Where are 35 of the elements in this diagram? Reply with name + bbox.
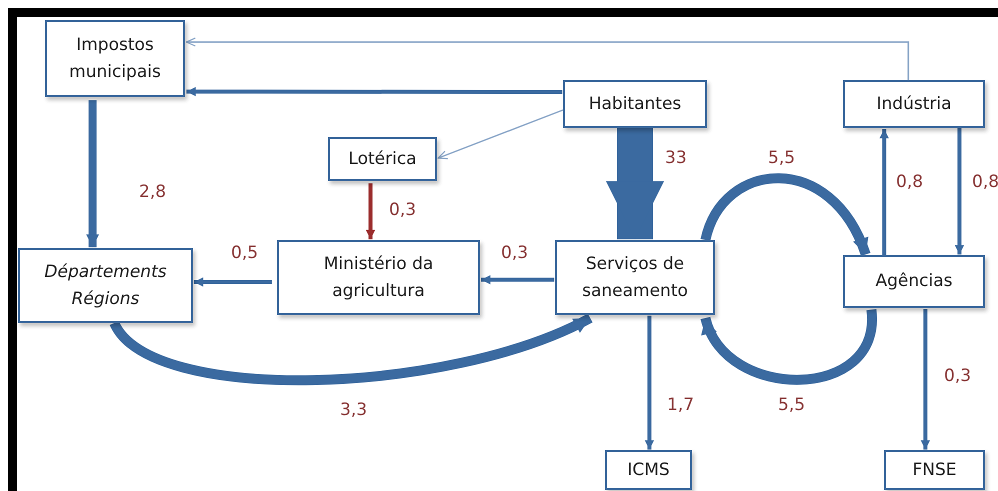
arrow xyxy=(700,173,870,256)
process-box xyxy=(605,450,692,490)
process-box xyxy=(884,450,985,490)
arrow xyxy=(86,100,100,248)
arrow xyxy=(366,183,376,240)
arrow xyxy=(920,309,930,450)
node-label: Indústria xyxy=(876,92,952,116)
process-box xyxy=(563,80,707,128)
node-label: Serviços de saneamento xyxy=(581,253,689,302)
node-label: FNSE xyxy=(912,458,957,482)
arrow xyxy=(481,275,554,284)
process-box xyxy=(555,240,715,315)
node-label: Habitantes xyxy=(588,92,682,116)
arrow xyxy=(438,109,564,160)
arrow xyxy=(186,86,562,96)
arrow xyxy=(880,128,889,255)
node-label: Ministério da agricultura xyxy=(322,253,434,302)
arrow xyxy=(700,310,876,385)
process-box xyxy=(328,137,437,181)
process-box xyxy=(45,20,185,97)
node-label: Impostos municipais xyxy=(68,34,162,84)
process-box xyxy=(277,240,480,315)
node-label: Agências xyxy=(876,270,952,294)
arrow xyxy=(110,313,592,386)
node-label: Lotérica xyxy=(348,148,417,171)
arrow xyxy=(606,128,664,240)
process-box xyxy=(843,255,985,308)
arrow xyxy=(194,277,272,287)
process-box xyxy=(843,80,985,128)
arrow xyxy=(186,37,910,80)
process-box xyxy=(18,248,193,323)
arrow xyxy=(954,128,964,254)
node-label: Départements Régions xyxy=(43,261,168,310)
arrow xyxy=(644,316,654,450)
node-label: ICMS xyxy=(627,458,670,482)
